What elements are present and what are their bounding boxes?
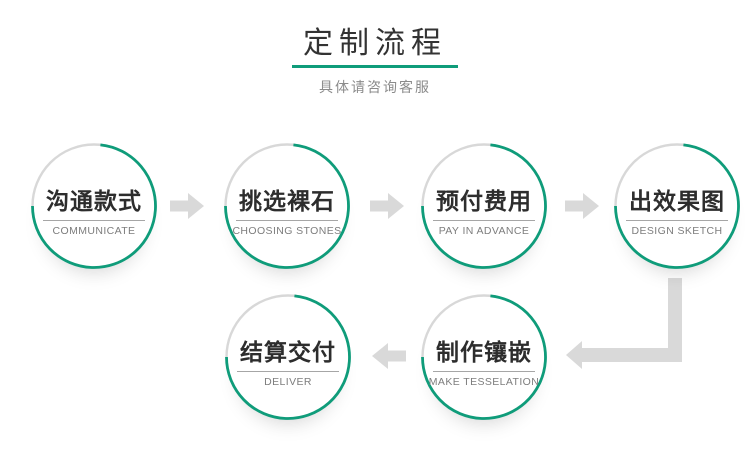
- page-subtitle: 具体请咨询客服: [319, 79, 431, 95]
- diagram-header: 定制流程 具体请咨询客服: [0, 0, 750, 97]
- step-title: 预付费用: [436, 188, 532, 215]
- step-subtitle: DELIVER: [264, 375, 312, 388]
- step-subtitle: DESIGN SKETCH: [631, 224, 723, 237]
- arrow-right-icon-1: [170, 193, 204, 219]
- step-subtitle: COMMUNICATE: [52, 224, 136, 237]
- step-circle-pay-in-advance: 预付费用 PAY IN ADVANCE: [420, 142, 548, 270]
- step-divider: [236, 219, 338, 221]
- step-divider: [626, 219, 728, 221]
- ring-icon: [421, 294, 547, 420]
- ring-icon: [31, 143, 157, 269]
- step-subtitle: CHOOSING STONES: [232, 224, 342, 237]
- arrow-right-icon-3: [565, 193, 599, 219]
- step-title: 沟通款式: [46, 188, 142, 215]
- step-content: 制作镶嵌 MAKE TESSELATION: [420, 293, 548, 421]
- step-circle-choosing-stones: 挑选裸石 CHOOSING STONES: [223, 142, 351, 270]
- page-title: 定制流程: [303, 27, 447, 60]
- step-content: 预付费用 PAY IN ADVANCE: [420, 142, 548, 270]
- step-content: 沟通款式 COMMUNICATE: [30, 142, 158, 270]
- step-divider: [433, 219, 535, 221]
- step-content: 结算交付 DELIVER: [224, 293, 352, 421]
- arrow-right-icon-2: [370, 193, 404, 219]
- step-title: 出效果图: [629, 188, 725, 215]
- step-divider: [237, 370, 339, 372]
- ring-icon: [224, 143, 350, 269]
- step-circle-communicate: 沟通款式 COMMUNICATE: [30, 142, 158, 270]
- step-circle-make-tesselation: 制作镶嵌 MAKE TESSELATION: [420, 293, 548, 421]
- step-subtitle: MAKE TESSELATION: [428, 375, 540, 388]
- step-circle-design-sketch: 出效果图 DESIGN SKETCH: [613, 142, 741, 270]
- step-divider: [43, 219, 145, 221]
- step-divider: [433, 370, 535, 372]
- step-title: 制作镶嵌: [436, 339, 532, 366]
- arrow-elbow-down-left-icon: [566, 278, 682, 369]
- ring-icon: [614, 143, 740, 269]
- title-underline: [292, 65, 458, 68]
- ring-icon: [225, 294, 351, 420]
- step-subtitle: PAY IN ADVANCE: [438, 224, 530, 237]
- arrow-left-icon: [372, 343, 406, 369]
- step-content: 出效果图 DESIGN SKETCH: [613, 142, 741, 270]
- step-title: 结算交付: [240, 339, 336, 366]
- step-content: 挑选裸石 CHOOSING STONES: [223, 142, 351, 270]
- ring-icon: [421, 143, 547, 269]
- step-circle-deliver: 结算交付 DELIVER: [224, 293, 352, 421]
- step-title: 挑选裸石: [239, 188, 335, 215]
